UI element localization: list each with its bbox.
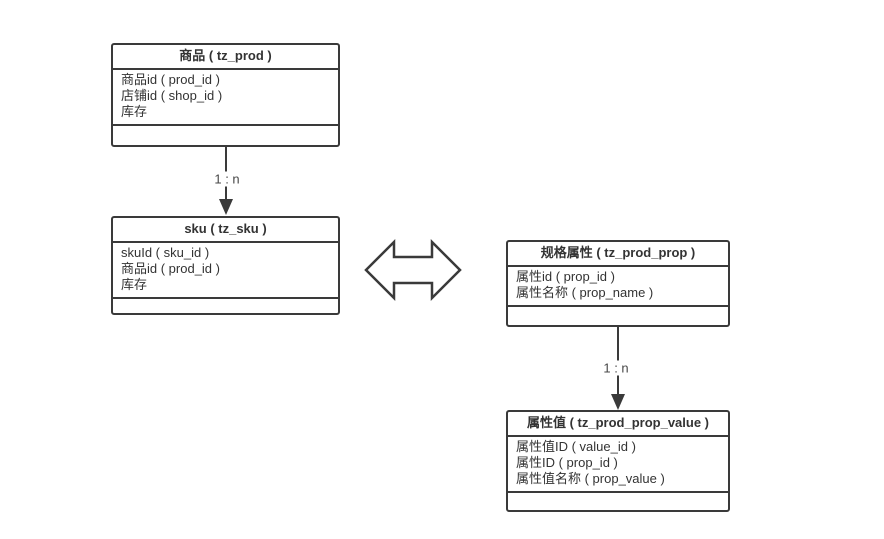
relation-cardinality-label: 1 : n — [600, 360, 632, 376]
entity-field: 属性值名称 ( prop_value ) — [516, 471, 665, 486]
entity-title: 属性值 ( tz_prod_prop_value ) — [508, 412, 728, 437]
bidirectional-arrow-icon — [364, 238, 462, 302]
entity-fields: 商品id ( prod_id ) 店铺id ( shop_id ) 库存 — [113, 70, 338, 126]
entity-field: 店铺id ( shop_id ) — [121, 88, 223, 103]
entity-title: 商品 ( tz_prod ) — [113, 45, 338, 70]
arrowhead-down-icon — [611, 394, 625, 410]
entity-prod: 商品 ( tz_prod ) 商品id ( prod_id ) 店铺id ( s… — [111, 43, 340, 147]
entity-title: sku ( tz_sku ) — [113, 218, 338, 243]
entity-field: 库存 — [121, 104, 148, 119]
entity-field: 属性值ID ( value_id ) — [516, 439, 636, 454]
entity-sku: sku ( tz_sku ) skuId ( sku_id ) 商品id ( p… — [111, 216, 340, 315]
entity-empty-compartment — [113, 299, 338, 313]
entity-field: 商品id ( prod_id ) — [121, 72, 220, 87]
arrowhead-down-icon — [219, 199, 233, 215]
entity-field: 商品id ( prod_id ) — [121, 261, 220, 276]
entity-prod-prop: 规格属性 ( tz_prod_prop ) 属性id ( prop_id ) 属… — [506, 240, 730, 327]
entity-fields: 属性id ( prop_id ) 属性名称 ( prop_name ) — [508, 267, 728, 307]
entity-empty-compartment — [508, 307, 728, 325]
entity-fields: 属性值ID ( value_id ) 属性ID ( prop_id ) 属性值名… — [508, 437, 728, 493]
entity-empty-compartment — [508, 493, 728, 510]
entity-field: 库存 — [121, 277, 148, 292]
entity-empty-compartment — [113, 126, 338, 145]
entity-title: 规格属性 ( tz_prod_prop ) — [508, 242, 728, 267]
entity-field: skuId ( sku_id ) — [121, 245, 210, 260]
relation-cardinality-label: 1 : n — [211, 171, 243, 187]
entity-fields: skuId ( sku_id ) 商品id ( prod_id ) 库存 — [113, 243, 338, 299]
entity-prod-prop-value: 属性值 ( tz_prod_prop_value ) 属性值ID ( value… — [506, 410, 730, 512]
entity-field: 属性ID ( prop_id ) — [516, 455, 618, 470]
entity-field: 属性id ( prop_id ) — [516, 269, 615, 284]
entity-field: 属性名称 ( prop_name ) — [516, 285, 654, 300]
